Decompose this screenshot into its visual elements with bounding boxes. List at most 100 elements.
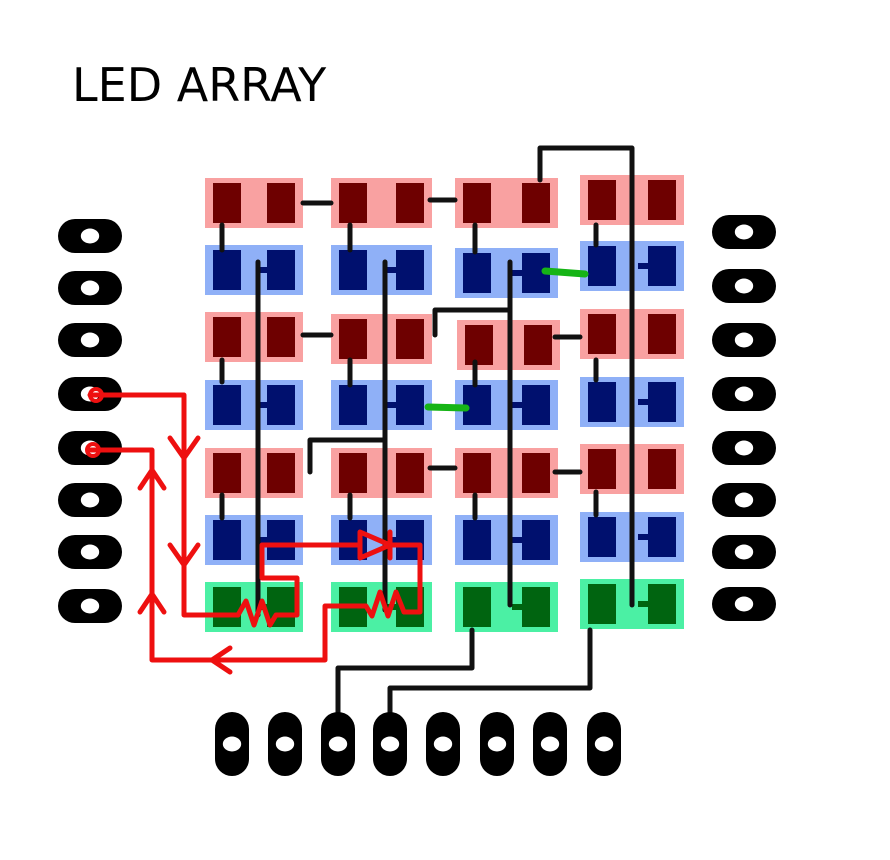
led-pad — [396, 453, 424, 493]
led-pad — [522, 385, 550, 425]
header-hole — [734, 492, 754, 508]
led-pads — [213, 180, 676, 627]
header-hole — [80, 492, 100, 508]
led-pad — [213, 385, 241, 425]
led-pad — [339, 319, 367, 359]
red-pin-marker — [85, 442, 101, 458]
led-pad — [588, 314, 616, 354]
trace — [537, 145, 635, 265]
flow-arrow-icon — [137, 591, 167, 615]
trace — [335, 627, 475, 733]
pad-bridge — [257, 267, 269, 273]
pad-bridge — [512, 402, 524, 408]
header-hole — [734, 440, 754, 456]
led-pad — [213, 317, 241, 357]
led-pad — [213, 453, 241, 493]
trace — [307, 437, 388, 475]
led-pad — [648, 584, 676, 624]
led-pad — [213, 183, 241, 223]
trace — [432, 307, 513, 338]
led-pad — [648, 180, 676, 220]
led-pad — [463, 253, 491, 293]
header-hole — [80, 332, 100, 348]
led-pad — [588, 517, 616, 557]
led-pad — [339, 385, 367, 425]
jumper — [424, 403, 470, 412]
led-pad — [588, 584, 616, 624]
header-hole — [734, 596, 754, 612]
pad-bridge — [512, 537, 524, 543]
led-pad — [522, 587, 550, 627]
led-pad — [396, 385, 424, 425]
flow-arrow-icon — [167, 542, 201, 568]
led-pad — [396, 250, 424, 290]
led-pad — [588, 246, 616, 286]
led-pad — [648, 517, 676, 557]
led-pad — [339, 520, 367, 560]
led-pad — [267, 385, 295, 425]
led-pad — [463, 520, 491, 560]
led-pad — [465, 325, 493, 365]
led-pad — [588, 382, 616, 422]
led-pad — [396, 183, 424, 223]
led-pad — [463, 587, 491, 627]
jumper — [541, 267, 589, 278]
pad-bridge — [512, 604, 524, 610]
red-trace — [387, 542, 423, 615]
red-pin-marker — [88, 387, 104, 403]
led-pad — [213, 587, 241, 627]
led-pad — [213, 250, 241, 290]
led-pad — [588, 449, 616, 489]
pad-bridge — [638, 263, 650, 269]
trace — [387, 627, 593, 733]
diagram-title: LED ARRAY — [72, 58, 327, 112]
pad-bridge — [386, 402, 398, 408]
red-trace — [87, 392, 187, 571]
green-jumpers — [424, 267, 589, 412]
led-pad — [396, 319, 424, 359]
led-pad — [339, 250, 367, 290]
header-hole — [734, 224, 754, 240]
header-hole — [380, 736, 400, 752]
header-hole — [540, 736, 560, 752]
led-pad — [463, 183, 491, 223]
pad-bridge — [638, 534, 650, 540]
led-pad — [267, 317, 295, 357]
led-pad — [339, 183, 367, 223]
pad-bridge — [638, 399, 650, 405]
led-pad — [648, 382, 676, 422]
header-hole — [487, 736, 507, 752]
flow-arrow-icon — [137, 467, 167, 491]
led-pad — [463, 453, 491, 493]
header-hole — [80, 544, 100, 560]
pad-bridge — [512, 270, 524, 276]
led-pad — [588, 180, 616, 220]
header-hole — [594, 736, 614, 752]
led-pad — [648, 449, 676, 489]
header-hole — [734, 278, 754, 294]
header-hole — [80, 228, 100, 244]
header-hole — [80, 598, 100, 614]
led-pad — [648, 314, 676, 354]
pad-bridge — [257, 537, 269, 543]
header-hole — [734, 544, 754, 560]
header-hole — [734, 332, 754, 348]
red-trace — [235, 542, 363, 628]
red-trace — [357, 529, 393, 561]
led-pad — [648, 246, 676, 286]
flow-arrow-icon — [167, 435, 201, 461]
pad-bridge — [257, 402, 269, 408]
led-pad — [339, 453, 367, 493]
flow-arrow-icon — [209, 645, 233, 675]
red-trace — [181, 565, 241, 618]
pad-bridge — [386, 267, 398, 273]
header-hole — [80, 280, 100, 296]
pad-bridge — [638, 601, 650, 607]
led-pad — [267, 520, 295, 560]
black-traces — [219, 145, 635, 733]
red-trace — [87, 447, 407, 663]
led-pad — [522, 183, 550, 223]
led-pad — [524, 325, 552, 365]
led-pad — [213, 520, 241, 560]
